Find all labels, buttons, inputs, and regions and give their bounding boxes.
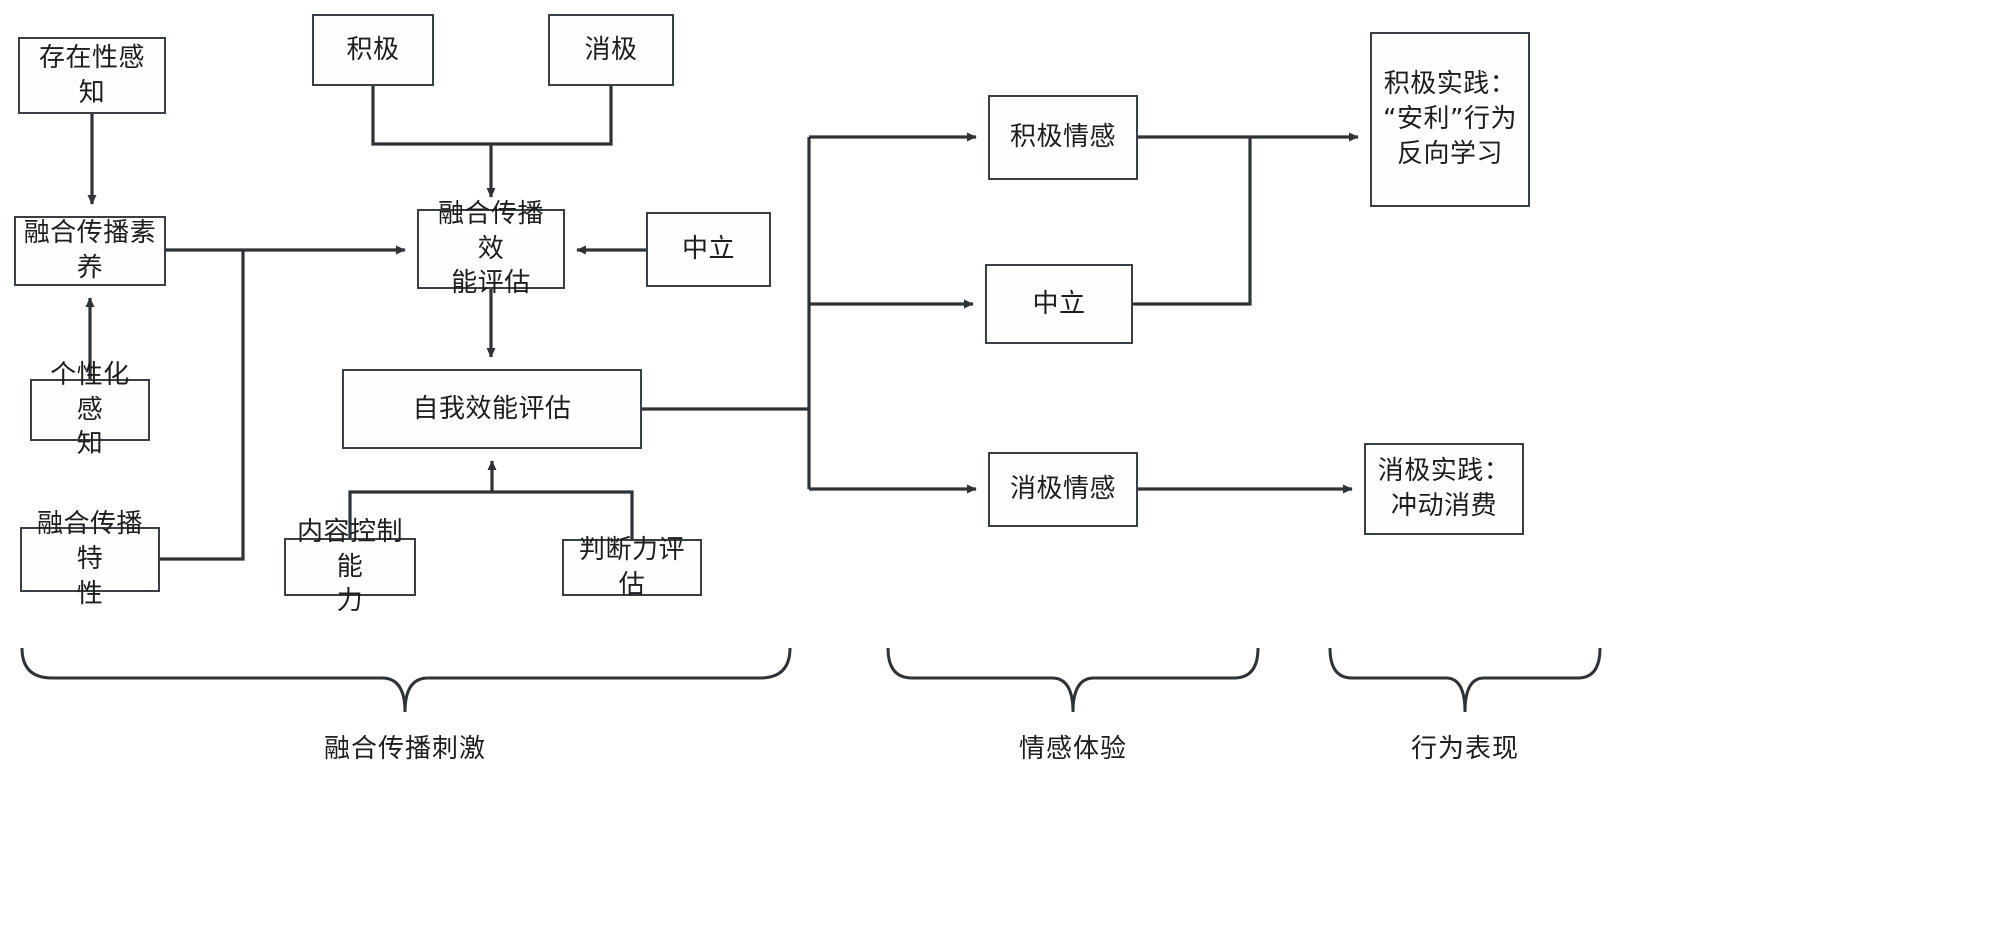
- edge-positive-to-efficacy: [371, 86, 491, 146]
- brace-label-emotion: 情感体验: [1018, 734, 1127, 764]
- brace-label-stimulus: 融合传播刺激: [323, 734, 486, 764]
- edge-negative-to-efficacy: [491, 86, 613, 146]
- edge-judgement-to-self: [492, 490, 634, 539]
- edge-neutral-emotion-to-practice: [1133, 137, 1252, 306]
- brace-label-behavior: 行为表现: [1410, 734, 1519, 764]
- node-neutral-stimulus[interactable]: 中立: [646, 212, 771, 287]
- node-negative-stimulus[interactable]: 消极: [548, 14, 674, 86]
- node-existential-perception[interactable]: 存在性感 知: [18, 37, 166, 114]
- brace-emotion-shape: [886, 647, 1260, 713]
- node-neutral-emotion[interactable]: 中立: [985, 264, 1133, 344]
- node-content-control[interactable]: 内容控制能 力: [284, 517, 416, 616]
- node-negative-practice[interactable]: 消极实践： 冲动消费: [1364, 443, 1524, 535]
- node-convergence-literacy[interactable]: 融合传播素 养: [14, 216, 166, 286]
- node-positive-emotion[interactable]: 积极情感: [988, 95, 1138, 180]
- node-efficacy-evaluation[interactable]: 融合传播效 能评估: [417, 199, 565, 298]
- edge-traits-to-efficacy: [160, 250, 245, 561]
- node-convergence-traits[interactable]: 融合传播特 性: [20, 509, 160, 609]
- edge-content-to-self: [348, 490, 492, 538]
- node-positive-practice[interactable]: 积极实践： “安利”行为 反向学习: [1370, 32, 1530, 207]
- node-negative-emotion[interactable]: 消极情感: [988, 452, 1138, 527]
- node-self-efficacy[interactable]: 自我效能评估: [342, 369, 642, 449]
- node-judgement-evaluation[interactable]: 判断力评估: [562, 535, 702, 600]
- brace-behavior-shape: [1328, 647, 1602, 713]
- brace-stimulus-shape: [20, 647, 792, 713]
- node-personalized-perception[interactable]: 个性化感 知: [30, 360, 150, 459]
- node-positive-stimulus[interactable]: 积极: [312, 14, 434, 86]
